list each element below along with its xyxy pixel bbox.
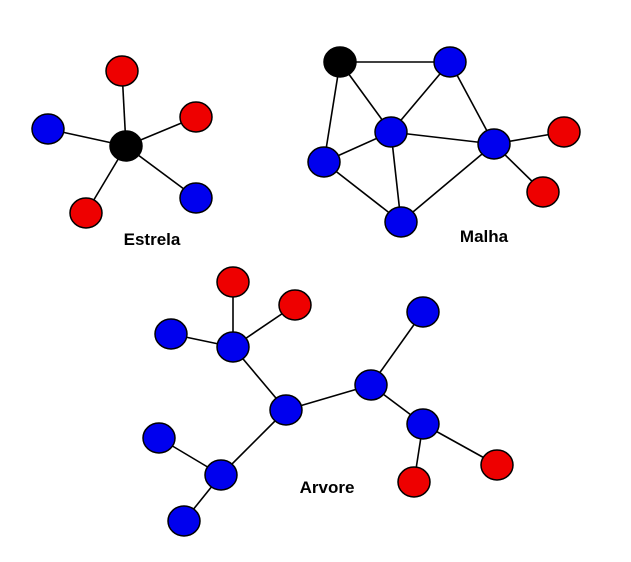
tree-diagram-label: Arvore (300, 478, 355, 497)
tree-node-f-blue (406, 408, 440, 440)
tree-node-a-blue (216, 331, 250, 363)
mesh-node-k-hub (323, 46, 357, 78)
mesh-node-bo-blue (384, 206, 418, 238)
mesh-edge-k-l (323, 61, 341, 163)
star-diagram-label: Estrela (124, 230, 181, 249)
mesh-node-m-blue (374, 116, 408, 148)
tree-node-d2-blue (167, 505, 201, 537)
tree-node-d1-blue (142, 422, 176, 454)
mesh-node-l-blue (307, 146, 341, 178)
tree-node-f1-red (397, 466, 431, 498)
tree-node-e1-blue (406, 296, 440, 328)
tree-node-a2-red (216, 266, 250, 298)
star-node-b1-blue (31, 113, 65, 145)
tree-node-d-blue (204, 459, 238, 491)
nodes-layer (31, 46, 581, 537)
tree-node-a1-blue (154, 318, 188, 350)
star-node-r2-red (179, 101, 213, 133)
star-node-c-hub (109, 130, 143, 162)
tree-node-f2-red (480, 449, 514, 481)
mesh-diagram-label: Malha (460, 227, 509, 246)
mesh-node-r-blue (477, 128, 511, 160)
mesh-node-x1-red (547, 116, 581, 148)
star-node-r1-red (105, 55, 139, 87)
mesh-node-t-blue (433, 46, 467, 78)
tree-node-e-blue (354, 369, 388, 401)
mesh-edge-bo-r (400, 143, 495, 223)
star-node-r3-red (69, 197, 103, 229)
mesh-edge-m-r (390, 131, 495, 145)
mesh-node-x2-red (526, 176, 560, 208)
tree-node-root-blue (269, 394, 303, 426)
tree-node-a3-red (278, 289, 312, 321)
star-node-b2-blue (179, 182, 213, 214)
